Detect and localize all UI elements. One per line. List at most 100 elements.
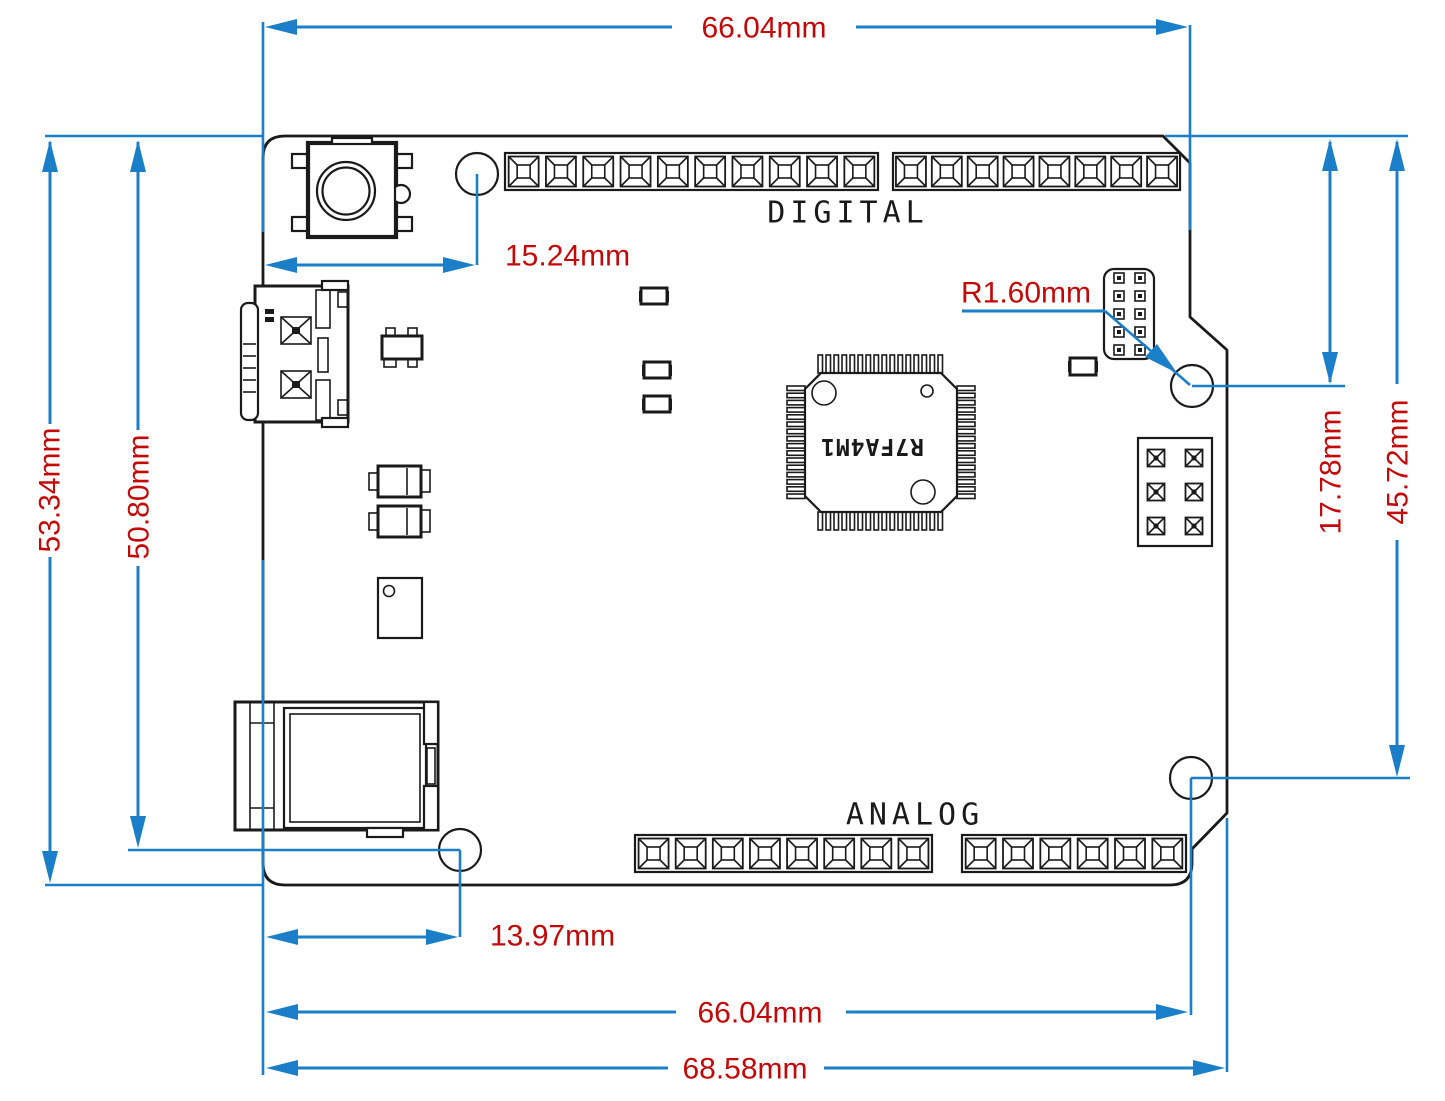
pin-pad-center <box>683 846 698 861</box>
mcu-dimple-small <box>920 384 934 398</box>
reset-button <box>290 136 414 240</box>
pin-pad-center <box>1048 846 1063 861</box>
swd-pad <box>1134 326 1146 338</box>
pin-pad-center <box>814 164 830 179</box>
pin-pad-center <box>831 846 847 861</box>
pin-pad-center <box>757 846 773 861</box>
dim-reset-to-hole <box>265 257 475 273</box>
dim-left-edge-to-bottom-hole <box>266 929 458 945</box>
dim-top-to-lower-right-hole <box>1389 139 1405 777</box>
swd-pad <box>1134 290 1146 302</box>
reset-leg <box>290 152 310 170</box>
dim-text-overall-width: 68.58mm <box>682 1053 807 1086</box>
mcu-pin1-dimple <box>811 380 837 406</box>
pin-pad-center <box>777 164 793 179</box>
swd-pad <box>1113 326 1125 338</box>
pin-pad-center <box>516 164 531 179</box>
swd-pad <box>1113 308 1125 320</box>
mcu-qfp: R7FA4M1 <box>786 354 976 531</box>
diode-group <box>368 464 431 539</box>
diode <box>368 504 431 539</box>
swd-pad <box>1134 308 1146 320</box>
usb-edge-notch <box>337 399 349 416</box>
reset-leg <box>394 152 414 170</box>
reset-leg <box>394 215 414 233</box>
mcu-dimple <box>910 479 936 505</box>
dim-bottom-hole-span <box>266 1004 1188 1020</box>
dim-top-to-bottom-hole <box>130 140 146 848</box>
pin-pad-center <box>794 846 810 861</box>
dim-text-reset-to-hole: 15.24mm <box>505 240 630 273</box>
sot23-body <box>380 334 424 361</box>
pin-pad-center <box>1083 164 1098 179</box>
diode <box>368 464 431 499</box>
usb-connector <box>239 279 350 429</box>
pin1-dot <box>382 584 396 598</box>
dim-overall-width <box>266 1060 1225 1076</box>
pin-pad-center <box>1154 164 1170 179</box>
pin-pad-center <box>939 164 955 179</box>
digital-label: DIGITAL <box>767 196 928 231</box>
smd-resistor <box>642 394 672 414</box>
pin-pad-center <box>740 164 755 179</box>
extension-lines <box>45 22 1410 1075</box>
pin-pad-center <box>1160 846 1175 861</box>
pin-pad-center <box>1118 164 1134 179</box>
dim-text-top-to-right-hole: 17.78mm <box>1315 409 1348 534</box>
jack-pin <box>426 747 436 785</box>
dim-text-left-edge-to-bottom-hole: 13.97mm <box>490 920 615 953</box>
swd-header <box>1102 267 1156 361</box>
pin-pad-center <box>973 846 988 861</box>
dim-text-bottom-hole-span: 66.04mm <box>697 997 822 1030</box>
dim-top-to-right-hole <box>1322 139 1338 384</box>
analog-header-left-pins <box>637 837 930 870</box>
dim-hole-radius-leader <box>962 309 1191 386</box>
usb-contact-bar <box>317 337 329 373</box>
sot23-transistor <box>380 327 424 368</box>
pin-pad-center <box>702 164 718 179</box>
pin-pad-center <box>646 846 661 861</box>
pin-pad-center <box>906 846 921 861</box>
dim-text-hole-radius: R1.60mm <box>961 277 1091 310</box>
jack-tab <box>422 700 440 746</box>
digital-header-right-pins <box>895 155 1178 188</box>
usb-shell-cap <box>239 301 260 422</box>
reset-leg <box>290 215 310 233</box>
icsp-header <box>1136 436 1214 548</box>
pin-pad-center <box>553 164 569 179</box>
analog-header-right-pins <box>964 837 1184 870</box>
dim-board-height <box>42 140 58 883</box>
smd-resistor <box>1068 356 1098 377</box>
pin-pad-center <box>1122 846 1138 861</box>
pin-pad-center <box>869 846 884 861</box>
smd-resistor-group <box>639 286 672 414</box>
pin-pad-center <box>1011 164 1026 179</box>
usb-body <box>253 284 350 424</box>
small-ic <box>376 576 424 640</box>
usb-mount-tab <box>320 416 350 429</box>
pin-pad-center <box>1085 846 1100 861</box>
pin-pad-center <box>852 164 867 179</box>
reset-cap-inner <box>321 166 371 216</box>
dim-top-width <box>265 19 1188 35</box>
digital-header <box>503 151 1182 192</box>
swd-pad <box>1113 272 1125 284</box>
pin-pad-center <box>903 164 919 179</box>
pin-pad-center <box>720 846 736 861</box>
usb-marking <box>265 317 274 322</box>
analog-header <box>633 833 1188 874</box>
pin-pad-center <box>590 164 606 179</box>
usb-shell-ridges <box>243 343 256 393</box>
dim-text-top-to-bottom-hole: 50.80mm <box>123 434 156 559</box>
dim-text-top-to-lower-right-hole: 45.72mm <box>1382 399 1415 524</box>
usb-pad <box>280 316 312 345</box>
dim-text-board-height: 53.34mm <box>34 427 67 552</box>
icsp-pads <box>1146 448 1204 536</box>
digital-header-left-pins <box>507 155 876 188</box>
usb-pad <box>280 370 312 399</box>
mcu-body <box>803 371 959 514</box>
pin-pad-center <box>628 164 643 179</box>
pin-pad-center <box>975 164 990 179</box>
